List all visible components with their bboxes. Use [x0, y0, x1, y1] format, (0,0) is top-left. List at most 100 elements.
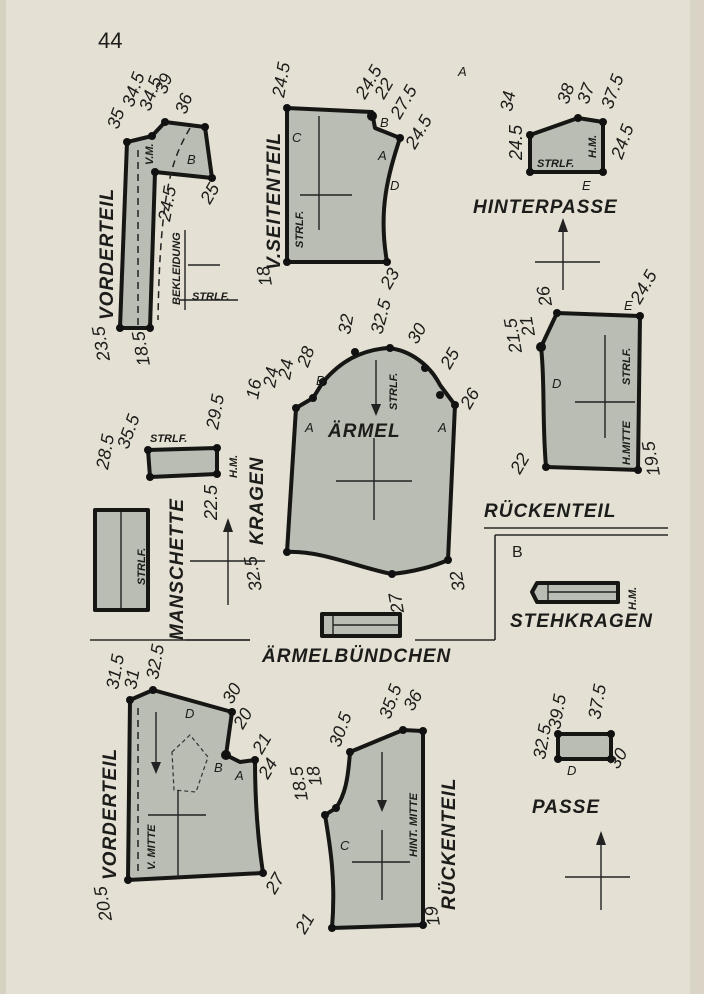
measure: 16 [242, 377, 265, 401]
aermel-letter-a-right: A [437, 420, 447, 435]
v-seitenteil-letter-b: B [380, 115, 389, 130]
rueckenteil-a-letter-d: D [552, 376, 561, 391]
measure: 19.5 [638, 439, 664, 478]
passe-outline [556, 732, 613, 761]
rueckenteil-a-grain-label: STRLF. [621, 348, 633, 385]
piece-rueckenteil-a: D E STRLF. H.MITTE RÜCKENTEIL 21.5 21 26… [484, 266, 668, 529]
hinterpasse-outline [528, 116, 605, 174]
aermel-title: ÄRMEL [327, 421, 401, 442]
manschette-title: MANSCHETTE [167, 498, 188, 640]
piece-kragen: STRLF. H.M. KRAGEN 28.5 35.5 29.5 22.5 [92, 392, 268, 605]
measure: 25 [196, 179, 224, 208]
hinterpasse-hm-label: H.M. [587, 135, 599, 158]
manschette-grain-label: STRLF. [136, 548, 148, 585]
stehkragen-hm-label: H.M. [627, 587, 639, 610]
measure: 32.5 [240, 554, 266, 593]
measure: 37.5 [584, 682, 610, 721]
measure: 26 [533, 284, 557, 309]
stehkragen-title: STEHKRAGEN [510, 611, 653, 632]
measure: 30.5 [325, 709, 356, 750]
measure: 28.5 [92, 432, 118, 472]
measure: 20.5 [90, 884, 116, 924]
rueckenteil-b-letter-c: C [340, 838, 350, 853]
vorderteil-a-letter-b: B [187, 152, 196, 167]
measure: 22.5 [201, 484, 221, 521]
measure: 27 [385, 591, 409, 616]
measure: 24 [274, 357, 297, 381]
piece-hinterpasse: STRLF. H.M. E HINTERPASSE 24.5 34 38 37 … [473, 71, 638, 290]
measure: 24.5 [506, 124, 526, 161]
measure: 28 [293, 344, 319, 371]
measure: 24.5 [268, 60, 294, 100]
vorderteil-b-center-label: V. MITTE [146, 824, 158, 870]
v-seitenteil-grain-label: STRLF. [294, 211, 306, 248]
measure: 37 [573, 80, 599, 107]
rueckenteil-a-center-label: H.MITTE [621, 420, 633, 465]
aermel-grain-label: STRLF. [388, 373, 400, 410]
measure: 30 [218, 680, 245, 707]
rueckenteil-b-title: RÜCKENTEIL [439, 778, 460, 910]
vorderteil-b-letter-a: A [234, 768, 244, 783]
piece-vorderteil-a: STRLF. B V.M. BEKLEIDUNG VORDERTEIL 35 3… [88, 69, 238, 368]
piece-rueckenteil-b: C HINT. MITTE RÜCKENTEIL 18.5 18 30.5 35… [286, 681, 460, 938]
aermel-letter-a-left: A [304, 420, 314, 435]
measure: 29.5 [202, 392, 228, 432]
kragen-title: KRAGEN [247, 456, 268, 545]
section-b-marker: B [512, 544, 523, 561]
kragen-grain-label: STRLF. [150, 433, 187, 445]
section-a-marker: A [457, 64, 467, 79]
vorderteil-b-letter-b: B [214, 760, 223, 775]
measure: 30 [403, 320, 430, 347]
measure: 32 [334, 312, 357, 335]
page-number: 44 [98, 28, 122, 53]
aermel-letter-b: B [316, 373, 325, 388]
piece-passe: D PASSE 32.5 39.5 37.5 30 [529, 682, 631, 910]
measure: 18.5 [128, 329, 154, 368]
measure: 35 [103, 105, 129, 132]
kragen-hm-label: H.M. [228, 455, 240, 478]
measure: 24.5 [154, 184, 180, 224]
measure: 19 [421, 905, 444, 928]
measure: 39.5 [544, 692, 570, 731]
measure: 24.5 [607, 121, 638, 163]
measure: 23.5 [88, 324, 114, 364]
v-seitenteil-letter-d: D [390, 178, 399, 193]
hinterpasse-title: HINTERPASSE [473, 197, 618, 218]
measure: 35.5 [113, 411, 144, 452]
hinterpasse-grain-label: STRLF. [537, 158, 574, 170]
measure: 26 [456, 384, 484, 413]
piece-v-seitenteil: C B A D STRLF. V.SEITENTEIL 24.5 24.5 22… [253, 60, 437, 293]
rueckenteil-a-letter-e: E [624, 298, 633, 313]
measure: 37.5 [597, 71, 628, 112]
paper-edge [690, 0, 704, 994]
aermel-outline [285, 346, 457, 576]
measure: 31 [120, 667, 143, 690]
rueckenteil-b-center-label: HINT. MITTE [408, 792, 420, 857]
vorderteil-a-title: VORDERTEIL [97, 188, 118, 320]
vorderteil-a-facing-line [157, 127, 191, 321]
aermelbuendchen-title: ÄRMELBÜNDCHEN [261, 646, 452, 667]
measure: 18 [303, 765, 326, 788]
passe-letter-d: D [567, 763, 576, 778]
measure: 21 [291, 910, 319, 938]
vorderteil-a-grain-label: STRLF. [192, 291, 229, 303]
measure: 25 [436, 344, 464, 373]
measure: 32 [446, 570, 469, 593]
measure: 34 [496, 89, 519, 112]
passe-title: PASSE [532, 797, 600, 818]
piece-aermel: A B A STRLF. ÄRMEL 16 24 24 28 32 32.5 3… [240, 296, 484, 616]
v-seitenteil-letter-c: C [292, 130, 302, 145]
piece-vorderteil-b: D B A V. MITTE VORDERTEIL 31.5 31 32.5 3… [90, 642, 289, 924]
measure: 32.5 [142, 642, 168, 681]
vorderteil-b-pocket [171, 734, 209, 793]
rueckenteil-a-title: RÜCKENTEIL [484, 501, 616, 522]
hinterpasse-letter-e: E [582, 178, 591, 193]
kragen-outline [146, 446, 219, 479]
piece-aermelbuendchen: ÄRMELBÜNDCHEN [261, 612, 452, 667]
vorderteil-b-letter-d: D [185, 706, 194, 721]
measure: 24 [259, 365, 282, 389]
vorderteil-a-vm-label: V.M. [144, 143, 156, 165]
measure: 18 [253, 265, 276, 288]
vorderteil-a-facing-label: BEKLEIDUNG [171, 232, 183, 305]
measure: 36 [171, 90, 197, 117]
